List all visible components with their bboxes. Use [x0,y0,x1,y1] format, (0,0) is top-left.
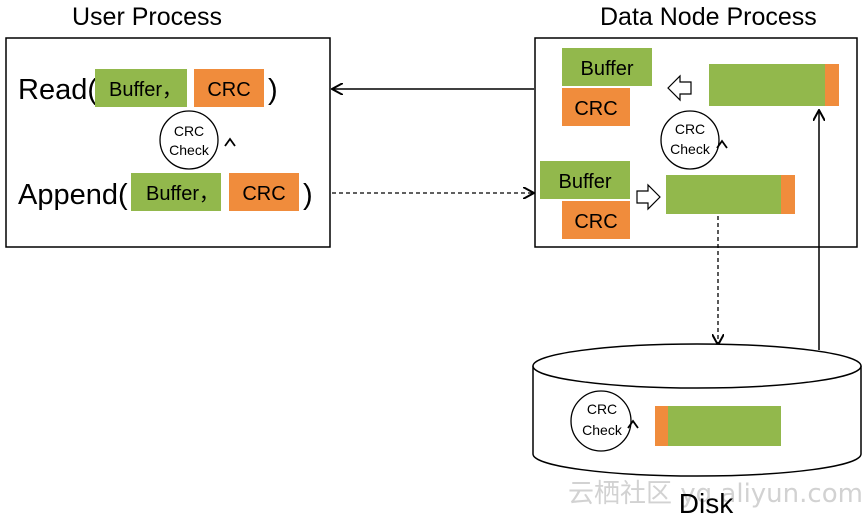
append-crc-block [229,173,299,211]
append-close-paren: ) [303,179,313,211]
dn-crc-check-line2: Check [670,141,711,157]
disk-data-block [668,406,781,446]
disk-crc-check-line1: CRC [587,401,617,417]
append-crc-label: CRC [242,183,285,205]
watermark: 云栖社区 yq.aliyun.com [568,479,863,509]
dn-crc-check-cycle-icon [716,139,728,149]
user-crc-check-line1: CRC [174,123,204,139]
dn-read-data-crc-segment [825,64,839,106]
dn-append-crc-block [562,201,630,239]
append-buffer-label: Buffer， [146,183,219,205]
disk-crc-check-cycle-icon [627,419,639,429]
disk-crc-check-line2: Check [582,422,623,438]
read-close-paren: ) [268,74,278,106]
dn-crc-check: CRC Check [660,110,728,170]
append-call-label: Append( [18,179,128,211]
dn-read-buffer-label: Buffer [581,58,634,80]
hollow-left-arrow-icon [667,74,692,102]
disk-crc-check: CRC Check [570,390,639,452]
dn-append-buffer-label: Buffer [559,171,612,193]
dn-append-data-crc-segment [781,175,795,214]
disk-label: Disk [679,488,734,518]
disk-crc-check-circle [570,390,632,452]
user-crc-check-circle [159,110,219,170]
user-crc-check: CRC Check [159,110,236,170]
disk-cylinder-top [532,343,862,389]
hollow-right-arrow-icon [636,183,661,211]
read-crc-label: CRC [207,79,250,101]
append-buffer-block [131,173,221,211]
read-buffer-block [95,69,187,107]
dn-append-data-block [666,175,781,214]
read-buffer-label: Buffer， [109,79,182,101]
dn-append-buffer-block [540,161,630,199]
dn-read-crc-block [562,88,630,126]
dn-append-crc-label: CRC [574,211,617,233]
user-crc-check-cycle-icon [224,137,236,147]
data-node-process-title: Data Node Process [600,3,817,31]
dn-read-data-block [709,64,825,106]
read-call-label: Read( [18,74,97,106]
dn-crc-check-line1: CRC [675,121,705,137]
read-crc-block [194,69,264,107]
dn-crc-check-circle [660,110,720,170]
dn-read-crc-label: CRC [574,98,617,120]
dn-read-buffer-block [562,48,652,86]
disk-data-crc-segment [655,406,668,446]
user-process-title: User Process [72,3,222,31]
user-crc-check-line2: Check [169,142,210,158]
